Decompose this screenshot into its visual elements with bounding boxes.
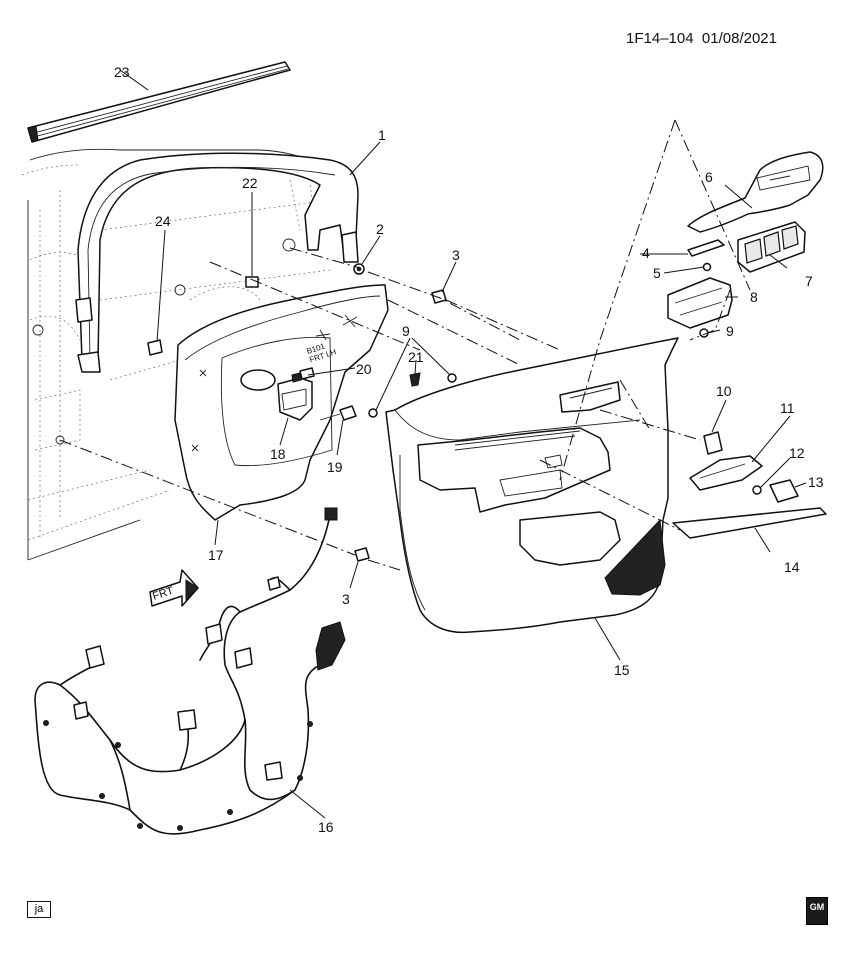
part-6-armrest-handle	[687, 151, 824, 233]
part-2-screw	[353, 263, 365, 275]
part-3-lower-nut	[354, 547, 370, 562]
callout-7: 7	[805, 273, 813, 289]
part-5-screw	[702, 262, 712, 272]
callout-numbers: 23 1 22 24 2 3 6 4 5 7 8 9 9 21 20 10 11…	[114, 64, 824, 835]
callout-13: 13	[808, 474, 824, 490]
part-8-switch-bracket	[667, 277, 733, 329]
diagram-date: 01/08/2021	[701, 30, 777, 47]
part-4-seal	[687, 239, 725, 257]
callout-12: 12	[789, 445, 805, 461]
part-7-window-switch	[737, 221, 806, 273]
part-12-screw	[752, 485, 762, 495]
callout-2: 2	[376, 221, 384, 237]
illustrator-badge: ja	[27, 901, 51, 918]
part-16-wiring-harness	[34, 507, 346, 835]
part-11-handle-bracket	[689, 455, 763, 491]
callout-11: 11	[780, 400, 795, 416]
part-23-belt-weatherstrip	[27, 61, 291, 143]
callout-8: 8	[750, 289, 758, 305]
deflector-marking: B101 FRT LH	[305, 341, 337, 364]
part-20-clip	[299, 367, 315, 380]
door-inner-structure	[21, 148, 346, 561]
callout-16: 16	[318, 819, 334, 835]
part-18-bracket	[277, 372, 313, 421]
callout-6: 6	[705, 169, 713, 185]
part-14-trim-strip	[672, 507, 827, 539]
leader-lines	[119, 69, 807, 819]
part-15-door-trim-panel	[385, 337, 679, 634]
callout-24: 24	[155, 213, 171, 229]
callout-15: 15	[614, 662, 630, 678]
diagram-number: 1F14–104	[626, 30, 694, 47]
callout-14: 14	[784, 559, 800, 575]
part-10-clip	[703, 431, 723, 455]
callout-20: 20	[356, 361, 372, 377]
part-19-bolt	[319, 405, 357, 421]
callout-9-left: 9	[402, 323, 410, 339]
gm-logo: GM	[806, 897, 828, 925]
callout-19: 19	[327, 459, 343, 475]
part-9-fasteners	[368, 328, 709, 418]
callout-4: 4	[642, 245, 650, 261]
callout-21: 21	[408, 349, 424, 365]
callout-18: 18	[270, 446, 286, 462]
alignment-lines	[59, 119, 751, 571]
callout-9-right: 9	[726, 323, 734, 339]
part-3-upper-nut	[431, 289, 447, 304]
part-22-clip	[245, 276, 259, 288]
callout-22: 22	[242, 175, 258, 191]
callout-1: 1	[378, 127, 386, 143]
callout-3-upper: 3	[452, 247, 460, 263]
part-21-clip	[409, 372, 421, 387]
diagram-code: 1F14–104 01/08/2021	[626, 30, 777, 47]
callout-3-lower: 3	[342, 591, 350, 607]
callout-5: 5	[653, 265, 661, 281]
part-1-frame-molding	[75, 152, 359, 373]
part-24-bracket	[147, 339, 163, 356]
callout-23: 23	[114, 64, 130, 80]
part-13-trim-cap	[769, 479, 799, 503]
callout-17: 17	[208, 547, 224, 563]
front-direction-arrow: FRT	[149, 569, 199, 607]
callout-10: 10	[716, 383, 732, 399]
